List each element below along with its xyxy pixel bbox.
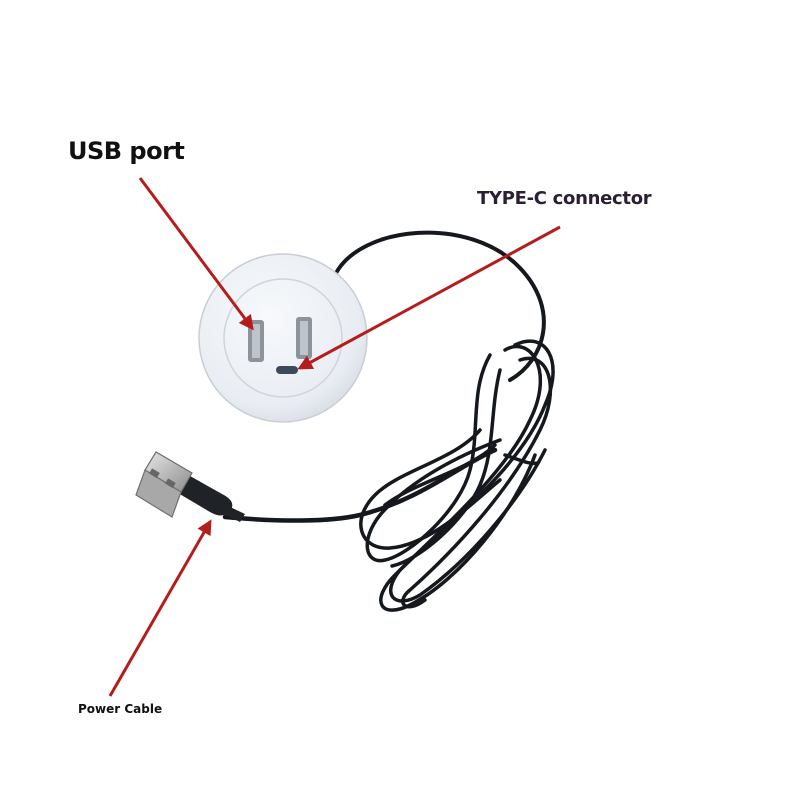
type-c-port bbox=[276, 366, 298, 374]
usb-port-arrow bbox=[138, 177, 254, 331]
coiled-cable bbox=[359, 339, 555, 612]
usb-port-label: USB port bbox=[68, 137, 185, 165]
power-cable-label: Power Cable bbox=[78, 702, 163, 716]
plug-housing bbox=[178, 476, 233, 516]
type-c-arrow bbox=[297, 225, 561, 370]
usb-plug bbox=[135, 451, 245, 522]
type-c-connector-label: TYPE-C connector bbox=[477, 188, 652, 209]
hub-cable bbox=[333, 230, 546, 382]
power-cable-line bbox=[222, 447, 498, 523]
usb-hub bbox=[198, 253, 368, 423]
power-cable-arrow bbox=[108, 519, 212, 697]
